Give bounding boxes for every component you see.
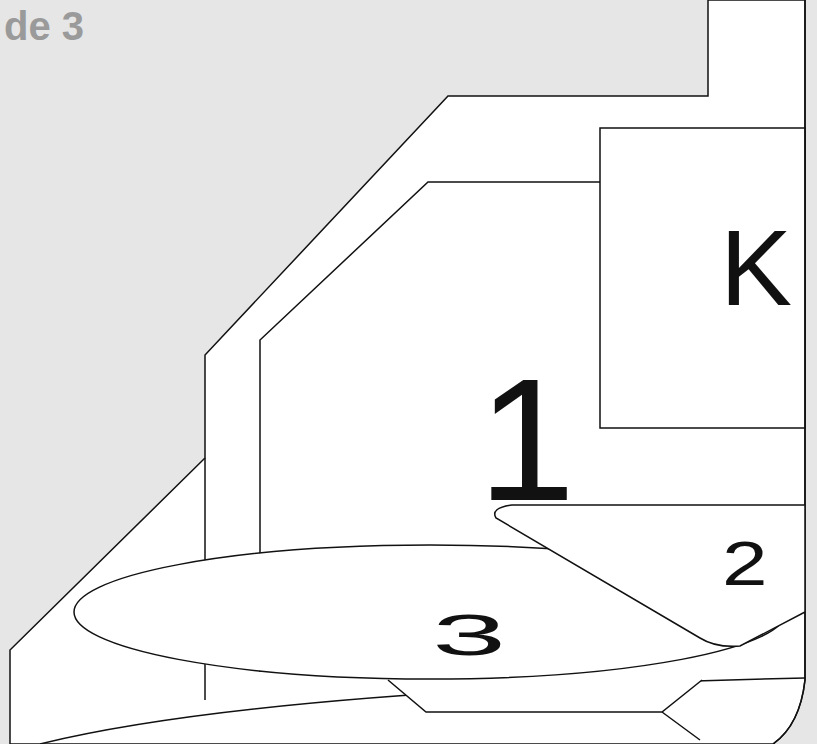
base-curve: [40, 678, 805, 744]
slide-heading: de 3: [4, 6, 84, 46]
callout-number: 3: [432, 606, 506, 664]
housing-outline: [10, 0, 805, 744]
base-foot: [388, 680, 702, 712]
callout-number: K: [720, 214, 792, 322]
key-block: [600, 128, 805, 428]
right-edge: [773, 0, 805, 744]
base-foot-edge: [662, 712, 700, 740]
callout-number: 1: [478, 352, 575, 527]
callout-number: 2: [722, 532, 768, 595]
